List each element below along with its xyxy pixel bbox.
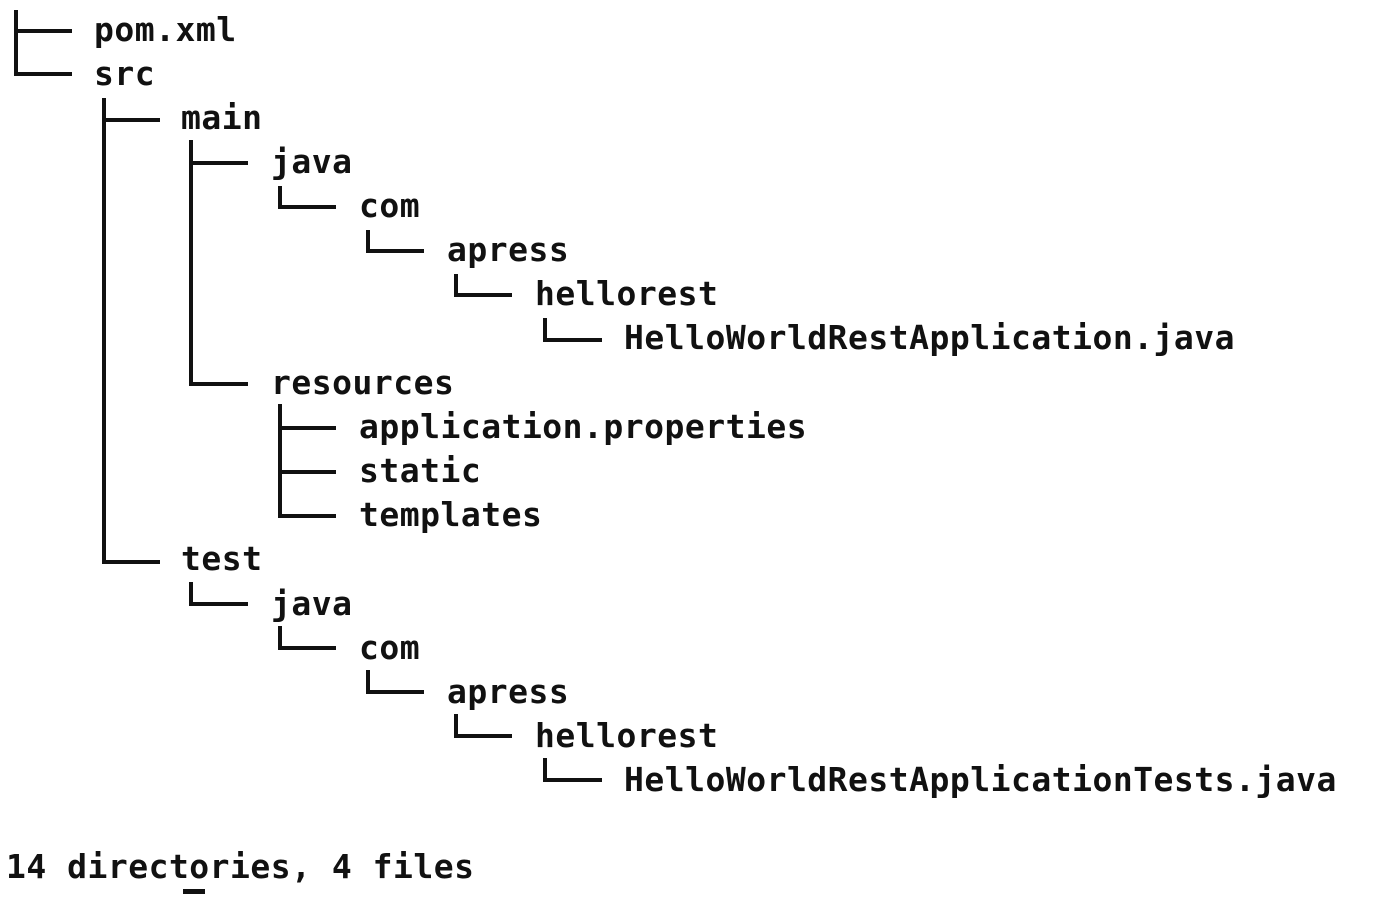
tree-entry-test-com: com <box>359 628 421 667</box>
tree-summary: 14 directories, 4 files <box>6 847 475 886</box>
tree-entry-resources: resources <box>271 363 455 402</box>
tree-entry-application-properties: application.properties <box>359 407 808 446</box>
tree-entry-static: static <box>359 451 482 490</box>
tree-entry-src: src <box>94 54 156 93</box>
cursor-underline <box>183 889 205 894</box>
tree-entry-main-com: com <box>359 186 421 225</box>
tree-entry-templates: templates <box>359 495 543 534</box>
tree-entry-main: main <box>181 98 263 137</box>
tree-entry-main-java: java <box>271 142 353 181</box>
tree-entry-application-tests-java: HelloWorldRestApplicationTests.java <box>624 760 1337 799</box>
tree-entry-test-apress: apress <box>447 672 570 711</box>
tree-entry-application-java: HelloWorldRestApplication.java <box>624 318 1236 357</box>
tree-entry-test: test <box>181 539 263 578</box>
tree-entry-test-hellorest: hellorest <box>535 716 719 755</box>
tree-entry-main-hellorest: hellorest <box>535 274 719 313</box>
tree-entry-test-java: java <box>271 584 353 623</box>
tree-entry-main-apress: apress <box>447 230 570 269</box>
tree-entry-pom-xml: pom.xml <box>94 10 237 49</box>
